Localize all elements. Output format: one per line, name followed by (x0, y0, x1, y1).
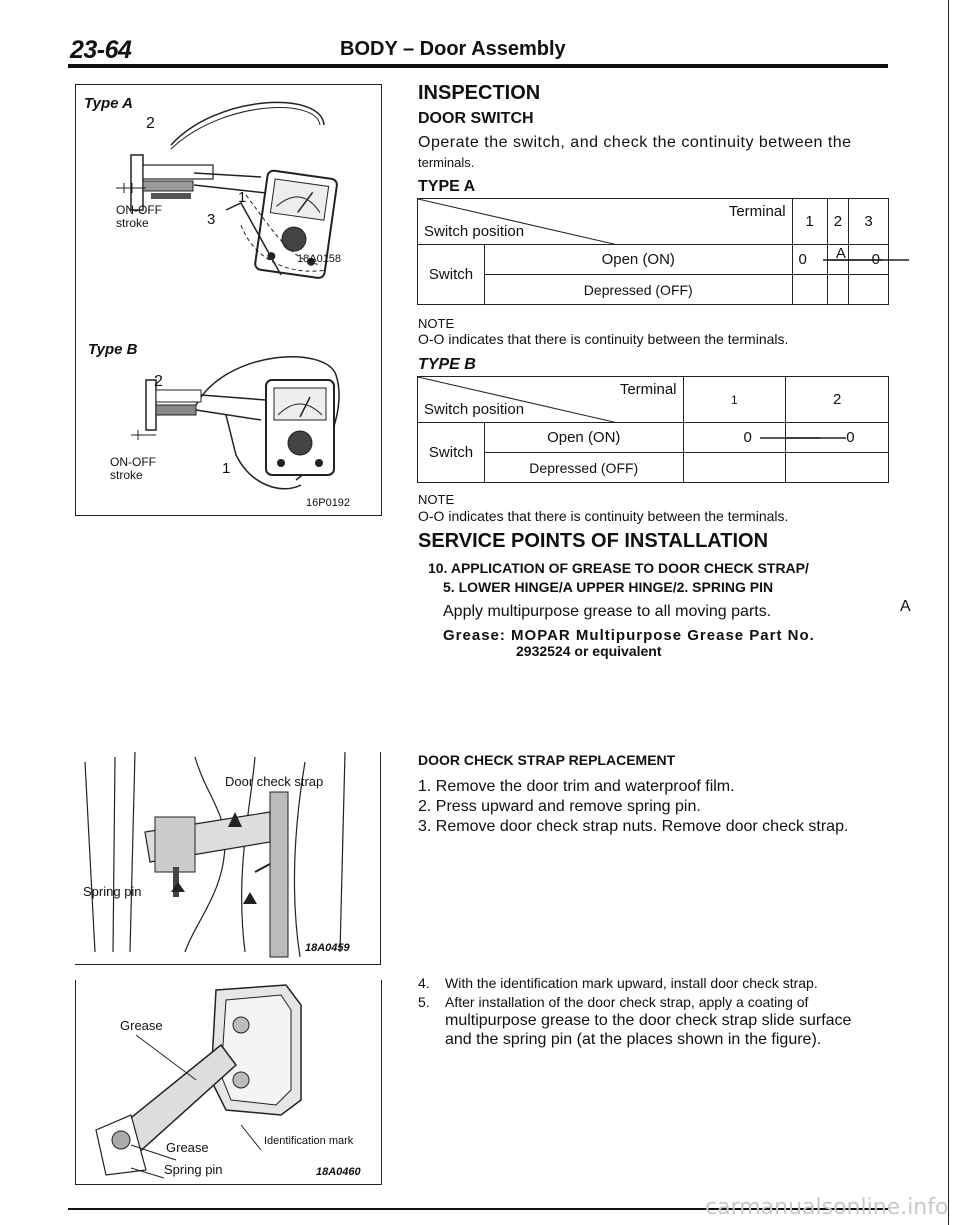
switch-row-group-b: Switch (417, 422, 485, 483)
ref-code-strap: 18A0459 (305, 942, 350, 954)
ref-code-b: 16P0192 (306, 497, 351, 509)
page-number: 23-64 (70, 36, 132, 64)
strap-diagram (84, 752, 346, 958)
ref-code-a: 18A0158 (297, 253, 342, 265)
grease-label-bottom: Grease (166, 1140, 209, 1155)
type-b-table: Terminal Switch position 1 2 Switch Open… (417, 376, 889, 483)
identification-mark-label: Identification mark (264, 1135, 354, 1147)
step-5-line3: and the spring pin (at the places shown … (445, 1031, 822, 1048)
switch-position-header-a: Switch position (424, 223, 525, 240)
switch-position-header-b: Switch position (424, 401, 525, 418)
header-rule (68, 64, 888, 68)
footer-rule (68, 1208, 888, 1210)
grease-diagram (95, 984, 302, 1179)
note-head-b: NOTE (418, 492, 455, 507)
inspection-intro-1: Operate the switch, and check the contin… (418, 134, 852, 151)
replacement-step-3: 3. Remove door check strap nuts. Remove … (418, 818, 849, 835)
type-b-label: Type B (88, 341, 138, 358)
depressed-cell-1-a (791, 274, 828, 305)
stroke-label-b: stroke (110, 468, 143, 482)
grease-figure-box: Grease Grease Identification mark Spring… (75, 980, 382, 1185)
depressed-row-label-a: Depressed (OFF) (484, 274, 793, 305)
ref-code-grease: 18A0460 (316, 1166, 361, 1178)
step-4-text: With the identification mark upward, ins… (445, 975, 818, 991)
inspection-heading: INSPECTION (418, 82, 541, 104)
spring-pin-label-grease: Spring pin (164, 1162, 223, 1177)
terminal-col-3-a: 3 (848, 198, 889, 245)
service-item-line2: 5. LOWER HINGE/A UPPER HINGE/2. SPRING P… (443, 579, 774, 595)
terminal-col-1-b: 1 (682, 376, 787, 423)
replacement-step-2: 2. Press upward and remove spring pin. (418, 798, 701, 815)
watermark: carmanualsonline.info (705, 1195, 949, 1220)
callout-1-a: 1 (238, 189, 247, 206)
door-check-strap-label: Door check strap (225, 774, 324, 789)
open-row-label-a: Open (ON) (484, 244, 793, 275)
grease-label-top: Grease (120, 1018, 163, 1033)
service-item-line1: 10. APPLICATION OF GREASE TO DOOR CHECK … (428, 560, 809, 576)
open-cell-2-b: 0 (785, 422, 889, 453)
terminal-header-a: Terminal (728, 203, 786, 220)
step-5-number: 5. (418, 994, 430, 1010)
inspection-intro-2: terminals. (418, 155, 475, 170)
type-a-corner-cell: Terminal Switch position (417, 198, 793, 245)
grease-spec-line2: 2932524 or equivalent (516, 643, 662, 659)
stroke-label-a: stroke (116, 216, 149, 230)
note-text-a: O-O indicates that there is continuity b… (418, 331, 789, 347)
switch-figure-box: Type A 2 1 3 ON-OFF stroke 1 (75, 84, 382, 516)
step-5-line2: multipurpose grease to the door check st… (445, 1012, 852, 1029)
callout-2-a: 2 (146, 115, 155, 132)
callout-2-b: 2 (154, 373, 163, 390)
grease-spec-line1: Grease: MOPAR Multipurpose Grease Part N… (443, 627, 815, 644)
open-cell-2-a: A (826, 244, 850, 275)
open-cell-1-b: 0 (682, 422, 820, 453)
on-off-label-a: ON-OFF (116, 203, 162, 217)
switch-row-group-a: Switch (417, 244, 485, 305)
strap-figure-box: Door check strap Spring pin 18A0459 (75, 752, 381, 965)
type-b-corner-cell: Terminal Switch position (417, 376, 684, 423)
terminal-col-2-b: 2 (785, 376, 889, 423)
step-4-number: 4. (418, 975, 430, 991)
terminal-col-1-a: 1 (791, 198, 828, 245)
service-instruction: Apply multipurpose grease to all moving … (443, 603, 772, 620)
step-5-line1: After installation of the door check str… (445, 994, 809, 1010)
replacement-step-1: 1. Remove the door trim and waterproof f… (418, 778, 735, 795)
terminal-header-b: Terminal (619, 381, 677, 398)
type-b-diagram (131, 356, 340, 490)
on-off-label-b: ON-OFF (110, 455, 156, 469)
open-row-label-b: Open (ON) (484, 422, 684, 453)
type-a-table: Terminal Switch position 1 2 3 Switch Op… (417, 198, 910, 305)
terminal-col-2-a: 2 (826, 198, 850, 245)
note-head-a: NOTE (418, 316, 455, 331)
depressed-cell-2-a (826, 274, 850, 305)
margin-mark-a: A (900, 598, 911, 615)
callout-3-a: 3 (207, 211, 216, 228)
depressed-cell-3-a (848, 274, 889, 305)
spring-pin-label-strap: Spring pin (83, 884, 142, 899)
depressed-row-label-b: Depressed (OFF) (484, 452, 684, 483)
depressed-cell-1-b (682, 452, 787, 483)
binding-line (948, 0, 949, 1225)
type-a-diagram (116, 101, 338, 279)
type-a-label: Type A (84, 95, 133, 112)
type-a-title: TYPE A (418, 178, 476, 195)
page-title: BODY – Door Assembly (340, 38, 566, 60)
note-text-b: O-O indicates that there is continuity b… (418, 508, 789, 524)
open-cell-1-a: 0 (791, 244, 883, 275)
service-heading: SERVICE POINTS OF INSTALLATION (418, 530, 769, 552)
door-switch-heading: DOOR SWITCH (418, 110, 534, 127)
depressed-cell-2-b (785, 452, 889, 483)
replacement-heading: DOOR CHECK STRAP REPLACEMENT (418, 752, 676, 768)
callout-1-b: 1 (222, 460, 231, 477)
open-cell-3-a: 0 (848, 244, 910, 275)
type-b-title: TYPE B (418, 356, 476, 373)
